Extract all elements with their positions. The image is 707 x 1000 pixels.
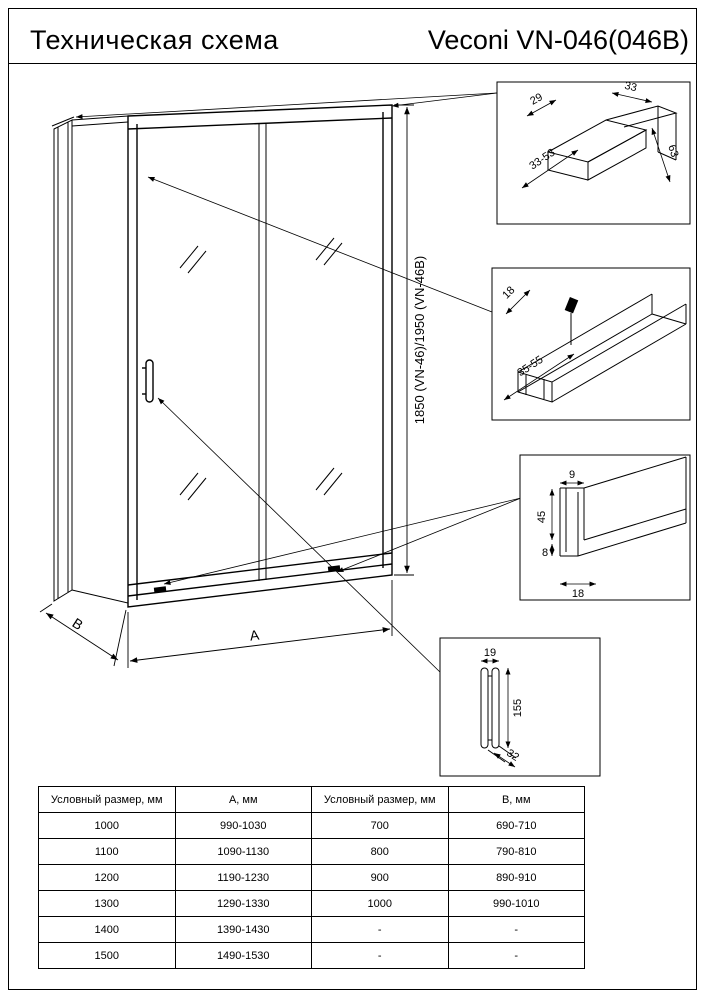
table-cell: 990-1030 <box>174 812 312 839</box>
table-row: 1100 1090-1130 800 790-810 <box>38 838 585 865</box>
dim-width-lines <box>127 580 393 668</box>
table-cell: 1290-1330 <box>174 890 312 917</box>
table-cell: 1000 <box>38 812 176 839</box>
detail4-dim-19: 19 <box>484 647 496 659</box>
dim-height-lines <box>394 104 414 576</box>
col-header-size-b: Условный размер, мм <box>311 786 449 813</box>
header-divider <box>8 63 697 64</box>
page-title: Техническая схема <box>30 25 279 55</box>
table-cell: - <box>311 916 449 943</box>
col-header-size-a: Условный размер, мм <box>38 786 176 813</box>
dim-depth-lines <box>39 603 127 667</box>
col-header-b: В, мм <box>447 786 585 813</box>
table-cell: - <box>311 942 449 969</box>
glass-reflection-marks <box>179 237 343 501</box>
table-cell: 1090-1130 <box>174 838 312 865</box>
door-handle <box>142 359 154 403</box>
table-row: 1400 1390-1430 - - <box>38 916 585 943</box>
dim-width-label: A <box>249 626 261 643</box>
detail-top-profile <box>496 81 691 225</box>
table-cell: 1500 <box>38 942 176 969</box>
page-border <box>8 8 697 990</box>
table-cell: 1200 <box>38 864 176 891</box>
table-row: 1200 1190-1230 900 890-910 <box>38 864 585 891</box>
table-cell: 1490-1530 <box>174 942 312 969</box>
sliding-door-divider <box>258 124 267 581</box>
table-cell: 1000 <box>311 890 449 917</box>
table-cell: 890-910 <box>447 864 585 891</box>
table-row: 1000 990-1030 700 690-710 <box>38 812 585 839</box>
table-row: 1500 1490-1530 - - <box>38 942 585 969</box>
table-cell: 990-1010 <box>447 890 585 917</box>
detail3-dim-18: 18 <box>572 588 584 600</box>
table-cell: 1190-1230 <box>174 864 312 891</box>
col-header-a: А, мм <box>174 786 312 813</box>
model-title: Veconi VN-046(046B) <box>427 25 689 55</box>
detail-handle <box>439 637 601 777</box>
detail3-dim-45: 45 <box>536 511 548 523</box>
table-cell: 1300 <box>38 890 176 917</box>
detail1-dim-29: 29 <box>528 91 545 107</box>
detail3-dim-9: 9 <box>569 469 575 481</box>
table-cell: 1400 <box>38 916 176 943</box>
table-cell: 1390-1430 <box>174 916 312 943</box>
size-table: Условный размер, мм А, мм Условный разме… <box>38 786 585 969</box>
table-cell: 690-710 <box>447 812 585 839</box>
table-cell: 700 <box>311 812 449 839</box>
front-frame <box>127 104 393 608</box>
detail3-dim-8: 8 <box>542 547 548 559</box>
table-header-row: Условный размер, мм А, мм Условный разме… <box>38 786 585 813</box>
detail4-dim-155: 155 <box>512 699 524 717</box>
perspective-connectors <box>71 115 129 604</box>
table-cell: 900 <box>311 864 449 891</box>
detail4-dim-32: 32 <box>504 747 521 764</box>
table-cell: 800 <box>311 838 449 865</box>
detail1-dim-63: 63 <box>665 143 680 158</box>
table-cell: - <box>447 942 585 969</box>
dim-height-label: 1850 (VN-46)/1950 (VN-46B) <box>412 256 427 424</box>
detail-leader-lines <box>75 92 522 674</box>
table-cell: 790-810 <box>447 838 585 865</box>
table-row: 1300 1290-1330 1000 990-1010 <box>38 890 585 917</box>
side-glass-panel <box>51 116 75 602</box>
table-cell: 1100 <box>38 838 176 865</box>
detail-wall-profile <box>519 454 691 601</box>
detail-bottom-guide <box>491 267 691 421</box>
table-cell: - <box>447 916 585 943</box>
detail1-dim-33: 33 <box>623 80 638 94</box>
